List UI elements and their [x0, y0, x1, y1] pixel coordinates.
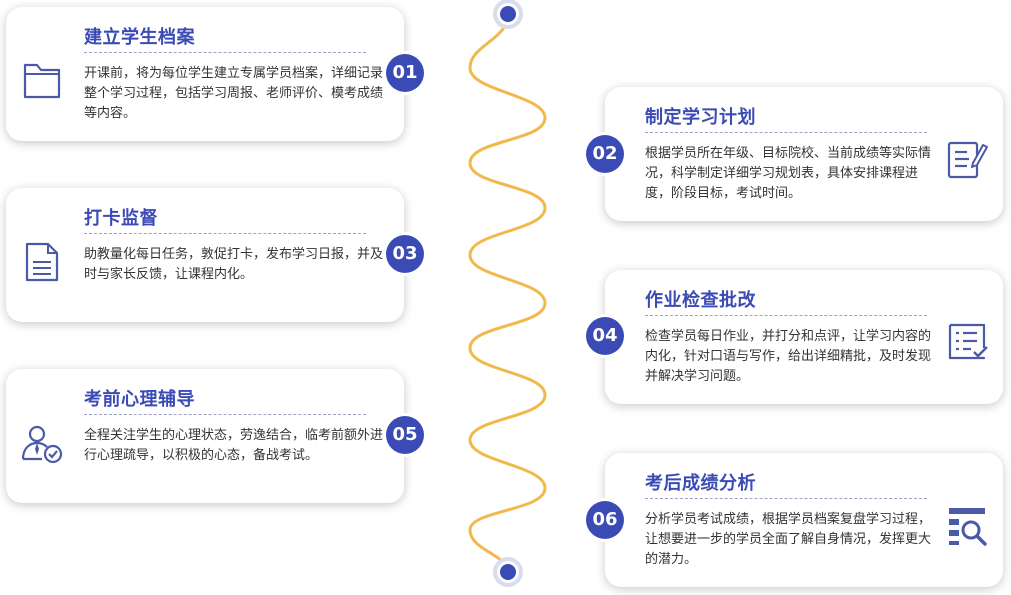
step-card-03: 打卡监督 助教量化每日任务，敦促打卡，发布学习日报，并及时与家长反馈，让课程内化… — [6, 188, 404, 322]
edit-document-icon — [945, 137, 989, 181]
step-title: 建立学生档案 — [84, 27, 195, 48]
user-check-icon — [20, 421, 64, 465]
step-title: 考前心理辅导 — [84, 389, 195, 410]
step-card-04: 作业检查批改 检查学员每日作业，并打分和点评，让学习内容的内化，针对口语与写作，… — [605, 270, 1003, 404]
step-number-03: 03 — [386, 235, 424, 273]
step-description: 开课前，将为每位学生建立专属学员档案，详细记录整个学习过程，包括学习周报、老师评… — [84, 66, 384, 121]
step-title: 制定学习计划 — [645, 107, 756, 128]
step-card-01: 建立学生档案 开课前，将为每位学生建立专属学员档案，详细记录整个学习过程，包括学… — [6, 7, 404, 141]
step-title: 考后成绩分析 — [645, 473, 756, 494]
step-number-01: 01 — [386, 54, 424, 92]
step-number-05: 05 — [386, 416, 424, 454]
document-icon — [20, 240, 64, 284]
folder-icon — [20, 59, 64, 103]
step-title: 打卡监督 — [84, 208, 158, 229]
step-title: 作业检查批改 — [645, 290, 756, 311]
step-divider — [84, 414, 366, 415]
step-card-02: 制定学习计划 根据学员所在年级、目标院校、当前成绩等实际情况，科学制定详细学习规… — [605, 87, 1003, 221]
step-divider — [84, 233, 366, 234]
step-number-02: 02 — [586, 135, 624, 173]
step-description: 根据学员所在年级、目标院校、当前成绩等实际情况，科学制定详细学习规划表，具体安排… — [645, 146, 932, 201]
step-card-05: 考前心理辅导 全程关注学生的心理状态，劳逸结合，临考前额外进行心理疏导，以积极的… — [6, 369, 404, 503]
step-divider — [645, 132, 927, 133]
step-description: 全程关注学生的心理状态，劳逸结合，临考前额外进行心理疏导，以积极的心态，备战考试… — [84, 428, 384, 463]
search-analysis-icon — [945, 503, 989, 547]
step-description: 检查学员每日作业，并打分和点评，让学习内容的内化，针对口语与写作，给出详细精批，… — [645, 329, 932, 384]
timeline-start-dot — [493, 0, 523, 29]
step-description: 助教量化每日任务，敦促打卡，发布学习日报，并及时与家长反馈，让课程内化。 — [84, 247, 384, 282]
step-card-06: 考后成绩分析 分析学员考试成绩，根据学员档案复盘学习过程，让想要进一步的学员全面… — [605, 453, 1003, 587]
step-number-06: 06 — [586, 501, 624, 539]
step-number-04: 04 — [586, 317, 624, 355]
step-description: 分析学员考试成绩，根据学员档案复盘学习过程，让想要进一步的学员全面了解自身情况，… — [645, 512, 932, 567]
step-divider — [645, 315, 927, 316]
timeline-end-dot — [493, 557, 523, 587]
timeline-path — [468, 13, 547, 573]
step-divider — [645, 498, 927, 499]
step-divider — [84, 52, 366, 53]
checklist-icon — [945, 320, 989, 364]
